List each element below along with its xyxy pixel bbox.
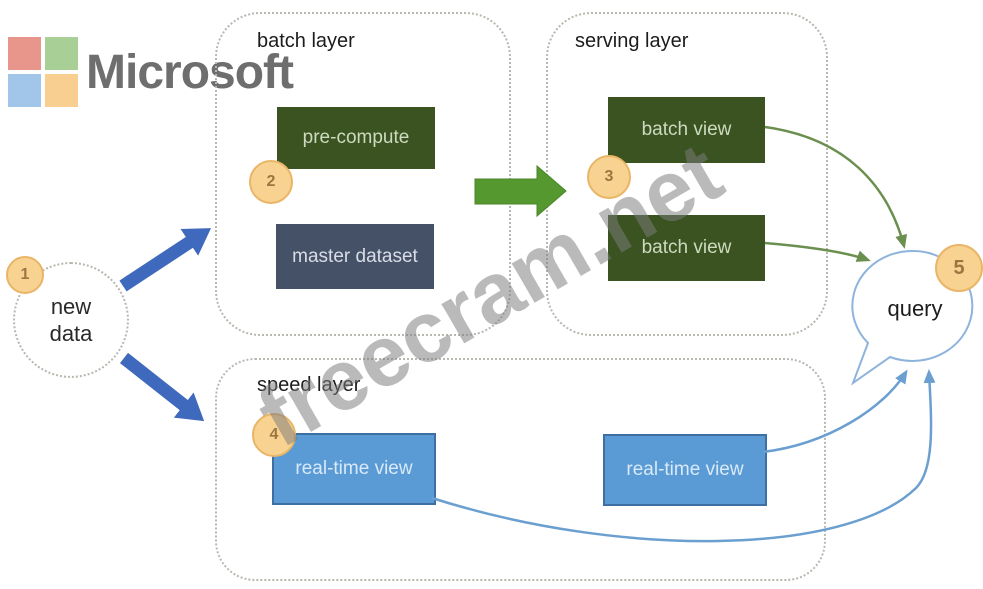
speed-layer-title: speed layer <box>257 374 361 396</box>
new-data-label-line2: data <box>49 321 93 346</box>
logo-square-green-icon <box>45 37 78 70</box>
batch-layer-title: batch layer <box>257 30 355 52</box>
new-data-label-line1: new <box>50 293 92 319</box>
batch-view-bottom-node: batch view <box>608 215 765 281</box>
master-dataset-node: master dataset <box>276 224 434 289</box>
arrow-newdata-to-batch <box>119 228 212 292</box>
batch-view-top-node: batch view <box>608 97 765 163</box>
pre-compute-node: pre-compute <box>277 107 435 169</box>
step-badge-5: 5 <box>935 244 983 292</box>
step-badge-1: 1 <box>6 256 44 294</box>
logo-square-blue-icon <box>8 74 41 107</box>
query-label: query <box>887 296 943 321</box>
serving-layer-title: serving layer <box>575 30 689 52</box>
real-time-view-right-node: real-time view <box>603 434 767 506</box>
step-badge-3: 3 <box>587 155 631 199</box>
logo-square-yellow-icon <box>45 74 78 107</box>
real-time-view-left-node: real-time view <box>272 433 436 505</box>
arrow-newdata-to-speed <box>119 352 205 422</box>
new-data-node: new data <box>13 262 129 378</box>
step-badge-2: 2 <box>249 160 293 204</box>
logo-square-red-icon <box>8 37 41 70</box>
step-badge-4: 4 <box>252 413 296 457</box>
microsoft-logo: Microsoft <box>8 37 328 109</box>
